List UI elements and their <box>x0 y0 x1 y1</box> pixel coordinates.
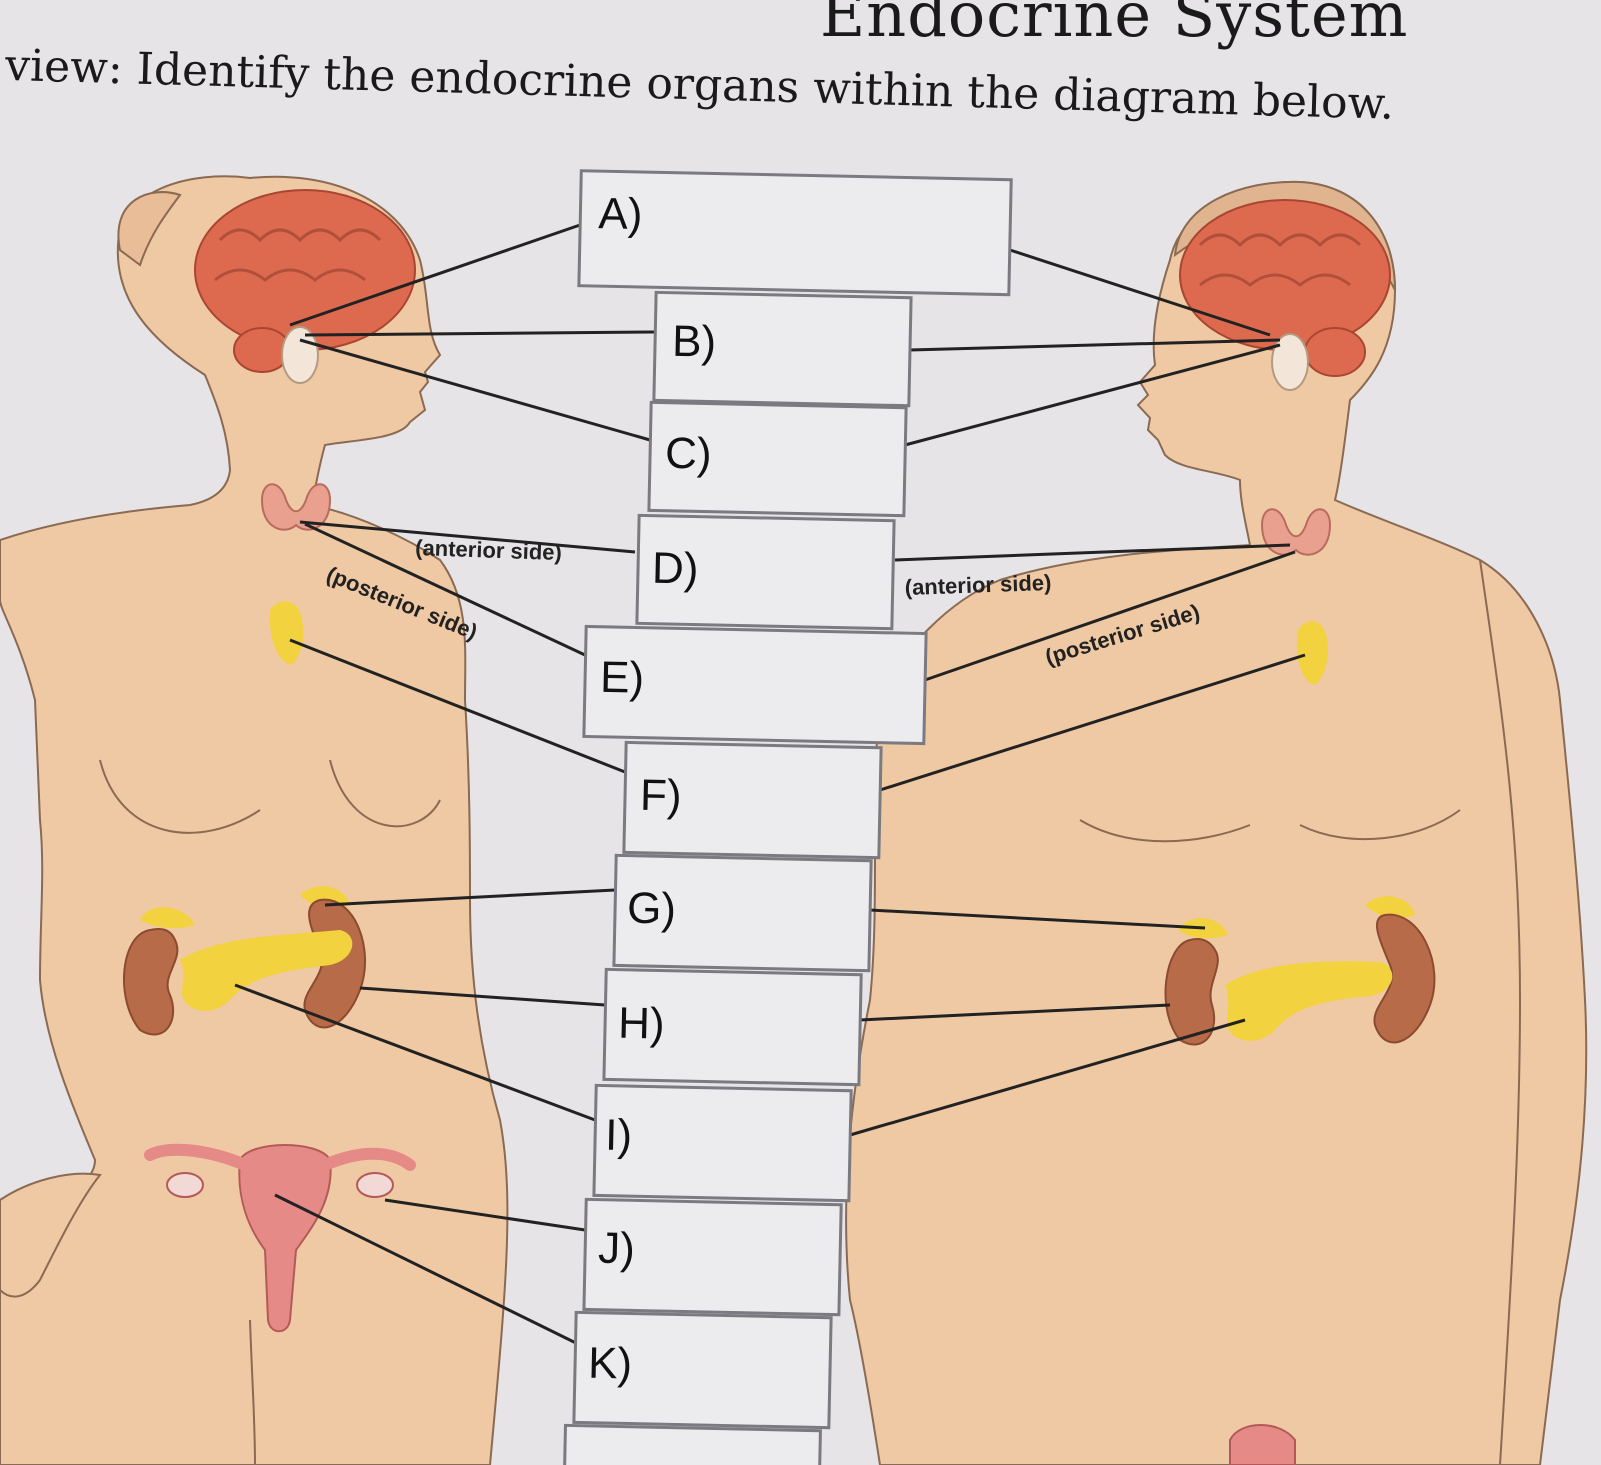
line-b-male <box>909 338 1281 352</box>
female-thyroid <box>260 483 332 531</box>
female-brainstem <box>281 326 319 384</box>
answer-box-g[interactable]: G) <box>612 853 873 973</box>
female-kidney-left <box>123 928 179 1036</box>
answer-box-a[interactable]: A) <box>577 169 1013 297</box>
male-brainstem <box>1271 333 1309 391</box>
label-b: B) <box>672 317 717 367</box>
male-thymus <box>1296 621 1328 685</box>
label-c: C) <box>665 429 712 479</box>
line-f-male <box>879 653 1306 792</box>
female-hand <box>0 1172 102 1298</box>
line-i-male <box>849 1018 1246 1137</box>
line-e-female <box>304 522 586 657</box>
answer-box-e[interactable]: E) <box>582 624 928 746</box>
female-brain-folds <box>214 228 382 282</box>
line-d-male <box>894 543 1291 562</box>
answer-boxes: A) B) C) D) E) F) G) H) <box>562 169 1013 1465</box>
label-f: F) <box>640 771 683 821</box>
label-a: A) <box>598 189 643 239</box>
answer-box-h[interactable]: H) <box>602 967 863 1087</box>
answer-box-b[interactable]: B) <box>652 290 913 408</box>
female-figure <box>0 175 509 1465</box>
female-breast-left <box>99 759 261 834</box>
line-c-female <box>299 338 651 442</box>
label-i: I) <box>605 1111 633 1161</box>
answer-box-i[interactable]: I) <box>592 1083 853 1203</box>
female-leg-line <box>249 1319 256 1465</box>
line-g-male <box>869 908 1206 930</box>
male-pancreas <box>1225 961 1393 1041</box>
female-breast-right <box>329 759 441 828</box>
male-brain-folds <box>1198 233 1362 287</box>
leader-lines <box>234 223 1306 1347</box>
female-brain <box>194 189 416 351</box>
line-f-female <box>289 638 626 774</box>
line-k-female <box>274 1193 581 1347</box>
label-g: G) <box>627 884 677 934</box>
answer-box-j[interactable]: J) <box>582 1197 843 1317</box>
female-adrenal-left <box>140 907 195 929</box>
female-uterus <box>238 1144 332 1333</box>
female-body-outline <box>0 175 509 1465</box>
female-ovary-left <box>166 1172 204 1198</box>
female-pancreas <box>180 930 353 1011</box>
male-chest-line <box>1079 809 1461 843</box>
answer-box-l-partial[interactable] <box>562 1423 822 1465</box>
male-arm-line <box>1479 559 1522 1465</box>
answer-box-c[interactable]: C) <box>647 400 908 518</box>
line-c-male <box>904 343 1281 447</box>
page-title: Endocrine System <box>820 0 1409 51</box>
male-figure <box>845 180 1588 1465</box>
female-thymus <box>269 601 304 665</box>
label-d: D) <box>652 544 699 594</box>
male-kidney-right <box>1373 913 1436 1044</box>
line-e-male <box>924 550 1296 682</box>
male-adrenal-right <box>1365 896 1415 918</box>
line-h-male <box>859 1003 1171 1022</box>
answer-box-d[interactable]: D) <box>635 513 896 631</box>
line-i-female <box>234 983 596 1122</box>
female-bun <box>117 191 182 267</box>
line-g-female <box>324 888 616 907</box>
left-anterior-label: (anterior side) <box>415 535 562 565</box>
line-d-female <box>299 520 636 554</box>
answer-box-f[interactable]: F) <box>622 740 883 860</box>
line-h-female <box>359 986 606 1007</box>
female-fallopian-tubes <box>144 1143 416 1171</box>
male-kidney-left <box>1164 938 1219 1046</box>
male-testes-hint <box>1229 1424 1296 1465</box>
line-a-female <box>289 223 581 327</box>
right-anterior-label: (anterior side) <box>904 570 1051 600</box>
line-b-female <box>304 330 656 337</box>
female-ovary-right <box>356 1172 394 1198</box>
line-j-female <box>384 1198 586 1232</box>
answer-box-k[interactable]: K) <box>572 1310 833 1430</box>
label-j: J) <box>598 1224 636 1274</box>
label-e: E) <box>600 653 645 703</box>
male-body-outline <box>845 180 1588 1465</box>
label-k: K) <box>588 1339 633 1389</box>
line-a-male <box>1009 248 1271 337</box>
label-h: H) <box>618 999 665 1049</box>
male-cerebellum <box>1304 327 1366 377</box>
